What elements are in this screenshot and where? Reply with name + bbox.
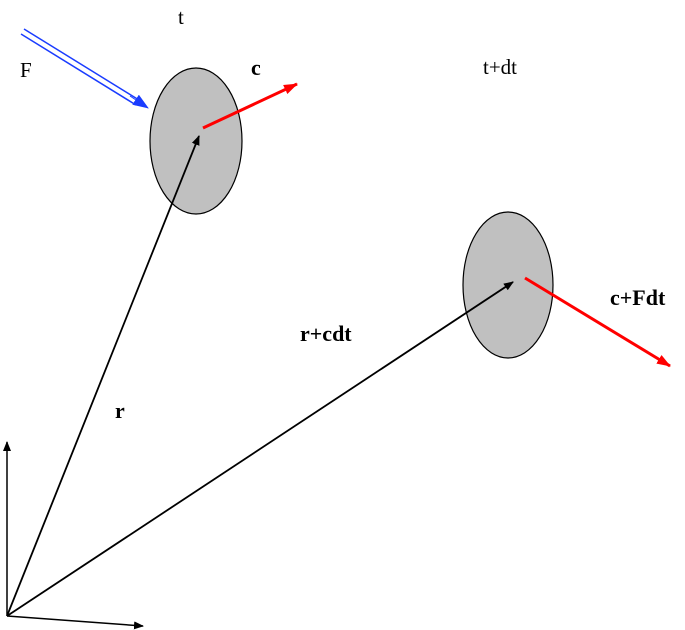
label-position: r <box>115 398 125 423</box>
force-vector-f <box>20 28 149 109</box>
label-time-end: t+dt <box>483 55 517 79</box>
velocity-vector-c <box>202 82 298 130</box>
coordinate-axes <box>2 441 144 630</box>
x-axis <box>6 615 144 630</box>
position-vector-r <box>6 135 200 617</box>
label-time-start: t <box>178 5 184 29</box>
label-new-position: r+cdt <box>300 321 352 346</box>
label-velocity: c <box>251 55 261 80</box>
velocity-vector-c-plus-fdt <box>524 276 671 368</box>
label-new-velocity: c+Fdt <box>610 285 666 310</box>
position-vector-r-plus-cdt <box>6 281 514 617</box>
particle-at-t <box>149 67 243 215</box>
label-force: F <box>20 58 32 82</box>
